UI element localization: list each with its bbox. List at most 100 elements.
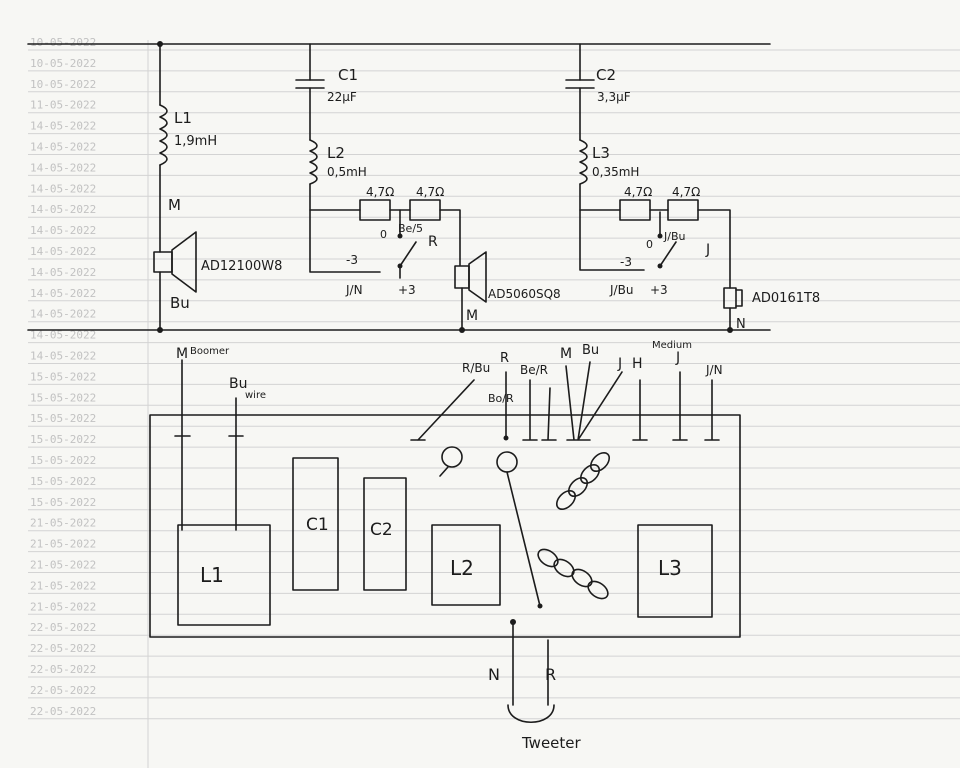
- sheet-date: 22-05-2022: [30, 684, 96, 697]
- l3-name: L3: [592, 144, 610, 162]
- sheet-date: 14-05-2022: [30, 161, 96, 174]
- tw-res-b-value: 4,7Ω: [672, 185, 700, 199]
- woofer-cone-icon: [171, 231, 197, 293]
- tw-cone-icon: [735, 289, 743, 307]
- board-wire-jn: J/N: [705, 363, 723, 377]
- board-wire-bor: Bo/R: [488, 392, 514, 405]
- resistor-chain-lower: [537, 548, 609, 600]
- l3-coil: [579, 139, 588, 185]
- sheet-date: 14-05-2022: [30, 203, 96, 216]
- board-wire-rbu: R/Bu: [462, 361, 490, 375]
- sheet-date: 22-05-2022: [30, 663, 96, 676]
- sheet-date: 15-05-2022: [30, 370, 96, 383]
- board-woofer-m-note: Boomer: [190, 346, 230, 357]
- knob-tail: [439, 466, 449, 477]
- block-c2: [363, 477, 407, 591]
- l2-name: L2: [327, 144, 345, 162]
- woofer-leads: [181, 359, 237, 531]
- tw-switch-blade: [659, 241, 677, 267]
- sheet-date: 15-05-2022: [30, 496, 96, 509]
- tw-switch-contact: [657, 263, 663, 269]
- mid-model: AD5060SQ8: [488, 287, 561, 301]
- woofer-speaker-icon: [153, 251, 173, 273]
- sheet-date: 15-05-2022: [30, 433, 96, 446]
- sheet-date: 14-05-2022: [30, 329, 96, 342]
- mid-cone-icon: [468, 251, 487, 303]
- sheet-date: 14-05-2022: [30, 266, 96, 279]
- board-wire-j2: J: [675, 350, 680, 366]
- tw-switch-jbu: J/Bu: [609, 283, 633, 297]
- tw-switch-contact: [657, 233, 663, 239]
- board-tw-r: R: [545, 665, 556, 684]
- sheet-date: 10-05-2022: [30, 78, 96, 91]
- sheet-date: 14-05-2022: [30, 287, 96, 300]
- mid-m-label: M: [466, 308, 478, 324]
- tw-wire: [697, 209, 731, 289]
- tw-speaker-icon: [723, 287, 737, 309]
- tw-wire: [579, 209, 645, 271]
- board-wire-bu: Bu: [582, 343, 599, 358]
- woofer-model: AD12100W8: [201, 259, 282, 274]
- tweeter-lead-diagonal: [506, 471, 541, 607]
- mid-switch-minus3: -3: [346, 253, 358, 267]
- sheet-date: 15-05-2022: [30, 475, 96, 488]
- sheet-date: 21-05-2022: [30, 559, 96, 572]
- mid-speaker-icon: [454, 265, 470, 289]
- tw-model: AD0161T8: [752, 291, 820, 306]
- sheet-date: 22-05-2022: [30, 705, 96, 718]
- sheet-date: 15-05-2022: [30, 412, 96, 425]
- tw-n-label: N: [736, 317, 746, 332]
- board-wire-j: J: [617, 356, 622, 372]
- mid-switch-plus3: +3: [398, 283, 416, 297]
- l2-coil: [309, 139, 318, 185]
- block-l1-label: L1: [200, 563, 224, 587]
- block-l2-label: L2: [450, 556, 474, 580]
- l3-value: 0,35mH: [592, 165, 639, 179]
- sheet-date: 11-05-2022: [30, 99, 96, 112]
- woofer-bu-label: Bu: [170, 294, 190, 312]
- mid-switch-contact: [397, 233, 403, 239]
- date-column: 10-05-202210-05-202210-05-202211-05-2022…: [30, 36, 96, 718]
- sheet-date: 22-05-2022: [30, 621, 96, 634]
- block-l3: [637, 524, 713, 618]
- board-wire-r: R: [500, 351, 509, 366]
- mid-wire: [309, 183, 361, 211]
- sheet-date: 14-05-2022: [30, 224, 96, 237]
- block-c2-label: C2: [370, 520, 393, 540]
- board-wire-m: M: [560, 346, 572, 362]
- ruled-lines: [28, 49, 960, 720]
- mid-switch-r: R: [428, 234, 438, 250]
- mid-wire: [439, 209, 461, 266]
- board-wire-medium-note: Medium: [652, 340, 692, 351]
- l2-value: 0,5mH: [327, 165, 367, 179]
- sheet-date: 22-05-2022: [30, 642, 96, 655]
- background-sheet: 10-05-202210-05-202210-05-202211-05-2022…: [28, 36, 960, 768]
- c1-value: 22µF: [327, 90, 357, 104]
- junction-dot: [157, 41, 163, 47]
- sheet-date: 14-05-2022: [30, 182, 96, 195]
- sheet-date: 14-05-2022: [30, 308, 96, 321]
- tw-switch-wire: J/Bu: [663, 230, 685, 243]
- l1-value: 1,9mH: [174, 134, 217, 149]
- block-c1-label: C1: [306, 515, 329, 535]
- leader-rbu: [410, 379, 475, 441]
- mid-switch-0: 0: [380, 228, 387, 241]
- leader-bor: [541, 387, 557, 441]
- sheet-date: 21-05-2022: [30, 517, 96, 530]
- sheet-date: 10-05-2022: [30, 36, 96, 49]
- tweeter-bracket: [507, 704, 555, 724]
- board-outline: [149, 414, 741, 638]
- junction-dot: [459, 327, 465, 333]
- schematic: L1 1,9mH M AD12100W8 Bu C1 22µF L2 0,5mH…: [27, 41, 820, 333]
- board-woofer-bu: Bu: [229, 376, 247, 392]
- junction-dot: [157, 327, 163, 333]
- sheet-date: 14-05-2022: [30, 350, 96, 363]
- board-layout: M Boomer Bu wire L1 C1 C2 L2 L3 R/Bu R B…: [149, 340, 741, 752]
- sheet-date: 14-05-2022: [30, 120, 96, 133]
- block-l1: [177, 524, 271, 626]
- sheet-date: 21-05-2022: [30, 538, 96, 551]
- switch-knob-right: [496, 451, 518, 473]
- pad-dot: [537, 603, 543, 609]
- tw-res-a-value: 4,7Ω: [624, 185, 652, 199]
